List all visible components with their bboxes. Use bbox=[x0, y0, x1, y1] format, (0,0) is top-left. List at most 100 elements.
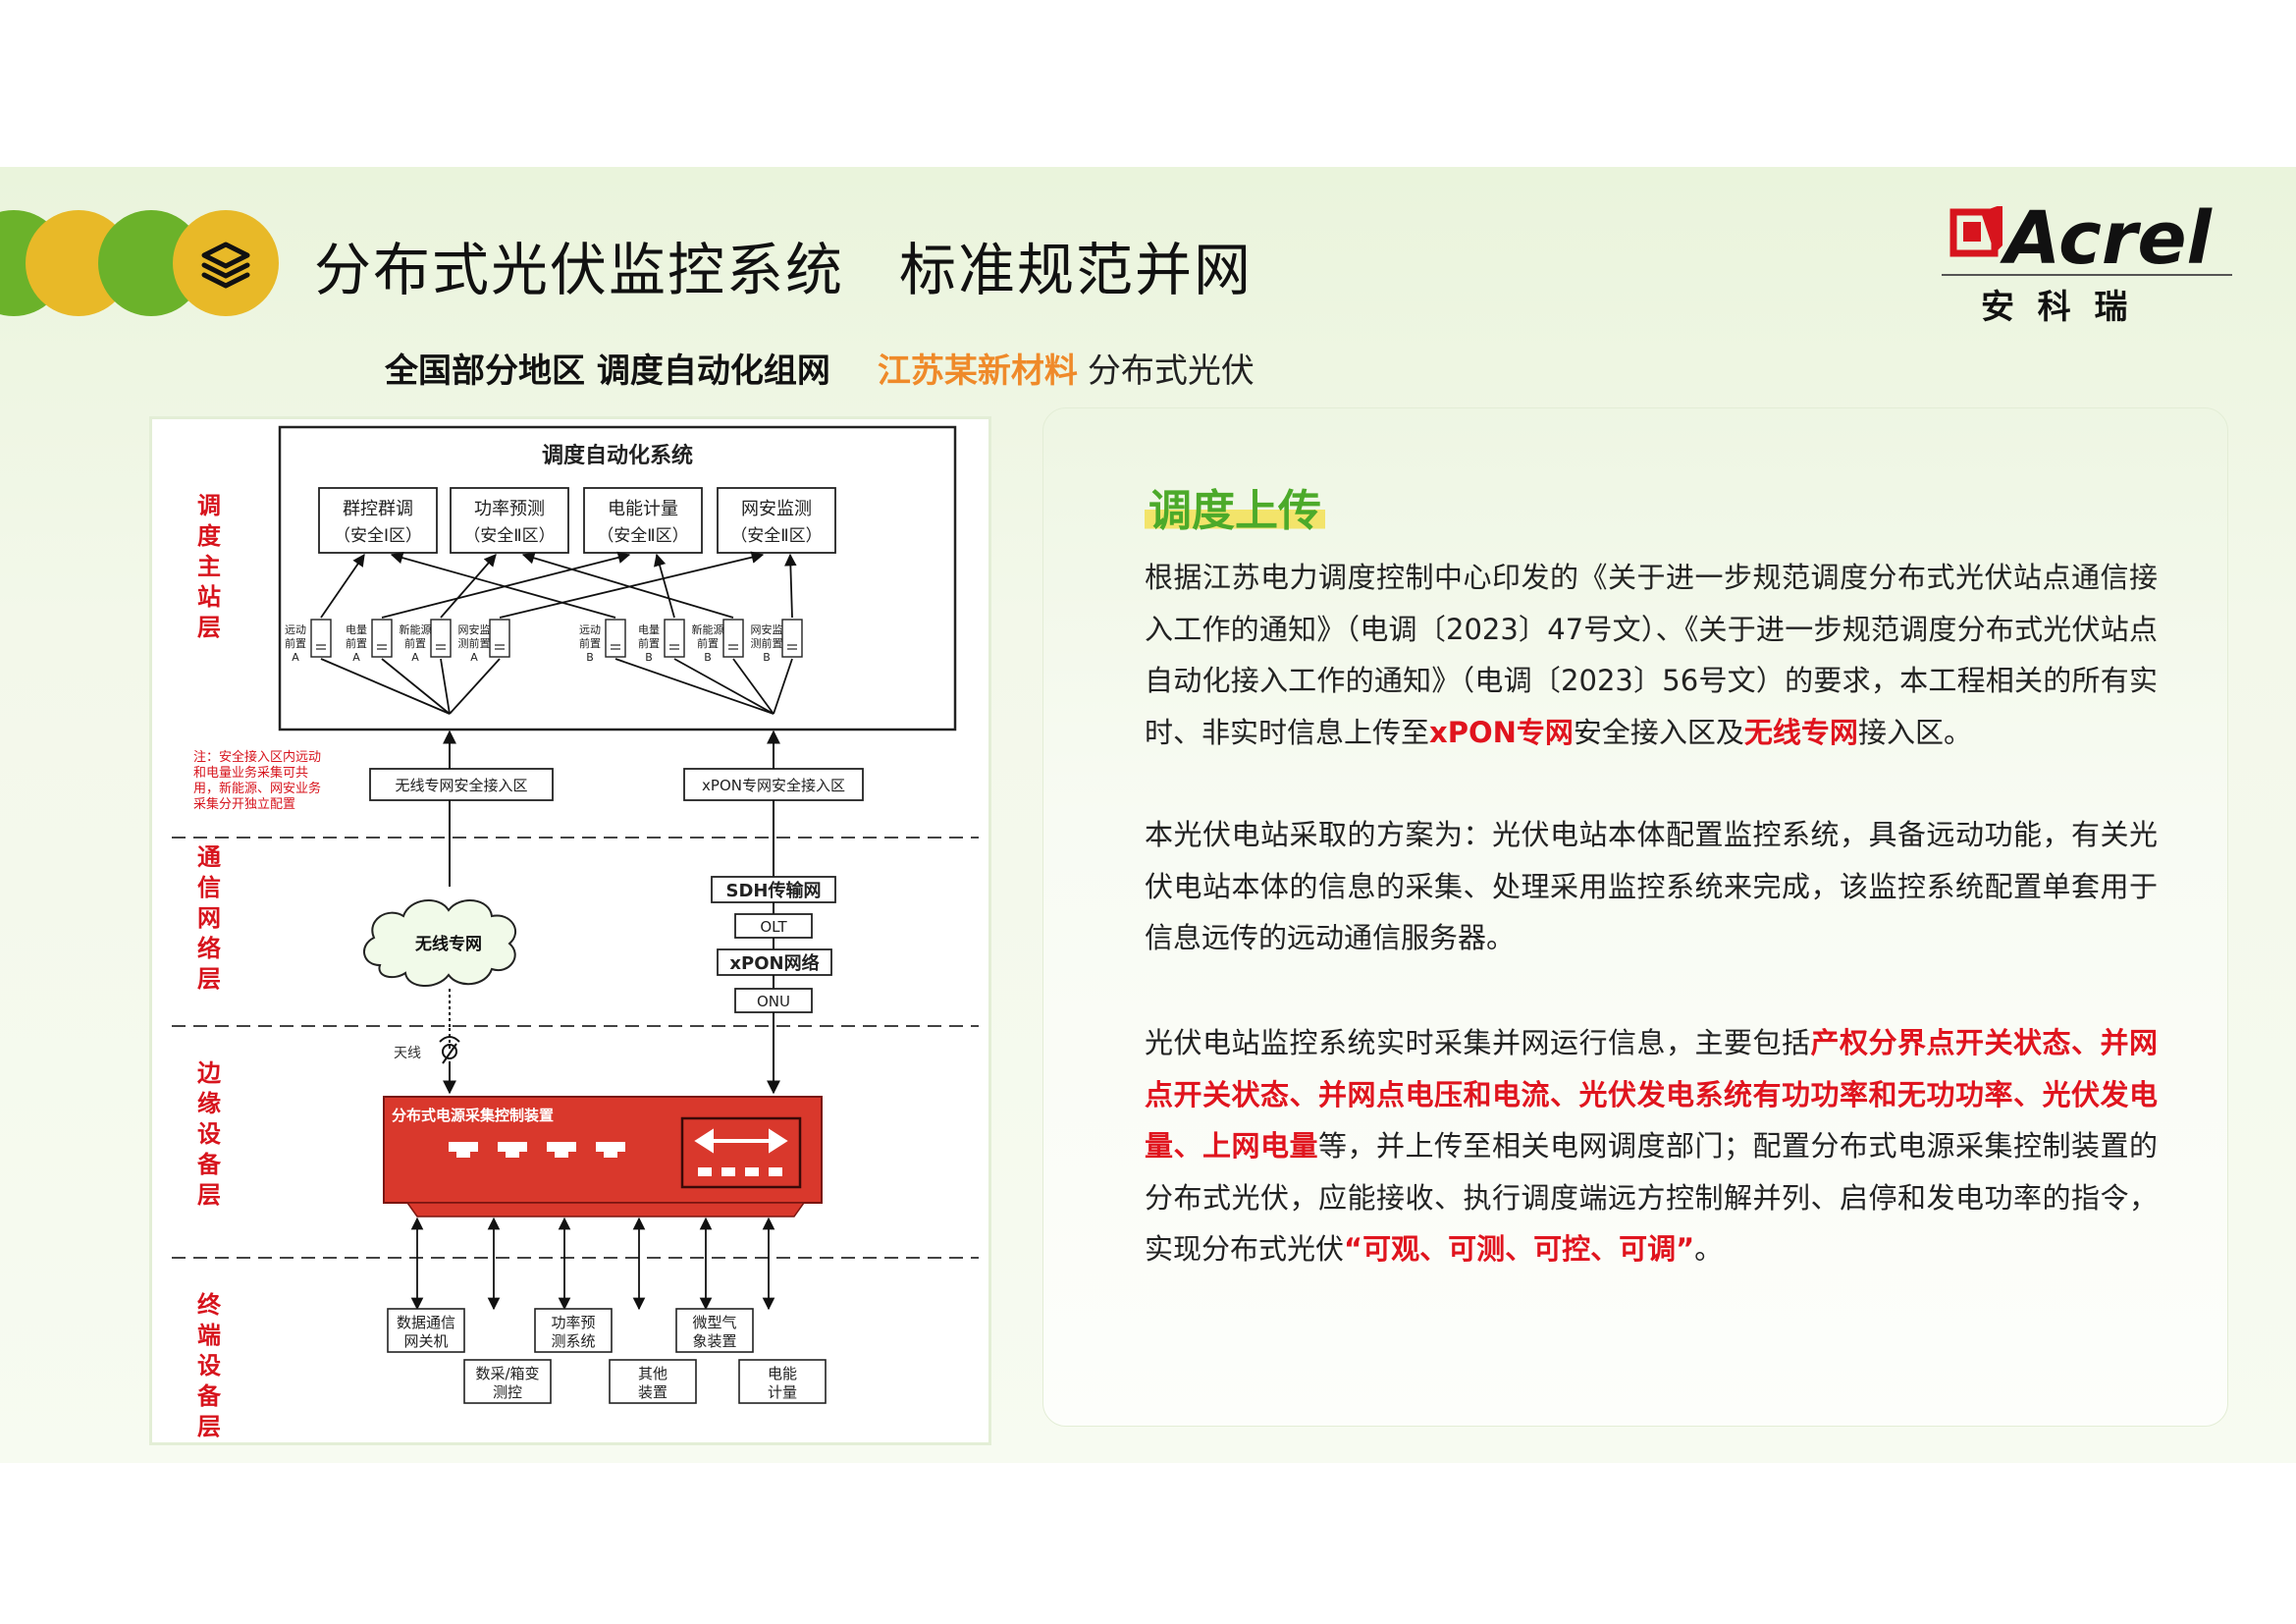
exchange-arrow-icon bbox=[694, 1128, 788, 1154]
function-box-title: 电能计量 bbox=[608, 499, 678, 519]
p3-highlight-metrics: 产权分界点开关状态、并网点开关状态、并网点电压和电流、光伏发电系统有功功率和无功… bbox=[1145, 1026, 2158, 1163]
terminal-label: 测系统 bbox=[551, 1332, 595, 1350]
paragraph-3: 光伏电站监控系统实时采集并网运行信息，主要包括产权分界点开关状态、并网点开关状态… bbox=[1145, 1017, 2158, 1275]
front-end-label: 前置 bbox=[285, 636, 306, 650]
p1-text-1: 根据江苏电力调度控制中心印发的《关于进一步规范调度分布式光伏站点通信接入工作的通… bbox=[1145, 561, 2158, 749]
acrel-logo: Acrel 安 科 瑞 bbox=[1942, 206, 2232, 327]
content-panel bbox=[1042, 407, 2228, 1427]
server-icon bbox=[371, 619, 393, 658]
terminal-label: 微型气 bbox=[692, 1314, 736, 1331]
sdh-label: SDH传输网 bbox=[726, 880, 822, 901]
terminal-label: 电能 bbox=[768, 1365, 797, 1382]
layer-label-char: 层 bbox=[197, 614, 221, 641]
layer-label-char: 备 bbox=[196, 1151, 222, 1178]
front-end-label: 前置 bbox=[404, 636, 426, 650]
title-part-1: 分布式光伏监控系统 bbox=[314, 237, 845, 303]
front-end-label: 新能源 bbox=[400, 623, 432, 636]
front-end-label: 测前置 bbox=[458, 636, 491, 650]
function-box: 功率预测（安全Ⅱ区） bbox=[450, 487, 569, 554]
note-line: 和电量业务采集可共 bbox=[193, 765, 308, 781]
section-heading: 调度上传 bbox=[1145, 475, 1325, 538]
p3-text-1: 光伏电站监控系统实时采集并网运行信息，主要包括 bbox=[1145, 1026, 1811, 1059]
p1-highlight-wireless: 无线专网 bbox=[1743, 715, 1858, 749]
function-box: 群控群调（安全Ⅰ区） bbox=[318, 487, 438, 554]
function-box-zone: （安全Ⅱ区） bbox=[730, 526, 822, 546]
page-title: 分布式光伏监控系统标准规范并网 bbox=[314, 224, 1253, 306]
terminal-label: 计量 bbox=[768, 1383, 797, 1401]
server-icon bbox=[722, 619, 744, 658]
front-end-label: 前置 bbox=[638, 636, 660, 650]
subtitle: 全国部分地区 调度自动化组网江苏某新材料分布式光伏 bbox=[385, 344, 1255, 392]
layer-label-char: 设 bbox=[197, 1352, 221, 1380]
function-box: 电能计量 （安全Ⅱ区） bbox=[583, 487, 703, 554]
front-end-label: B bbox=[704, 651, 712, 664]
function-box-zone: （安全Ⅱ区） bbox=[597, 526, 688, 546]
paragraph-1: 根据江苏电力调度控制中心印发的《关于进一步规范调度分布式光伏站点通信接入工作的通… bbox=[1145, 552, 2158, 758]
wireless-network-cloud: 无线专网 bbox=[363, 898, 516, 988]
layer-label-char: 度 bbox=[197, 522, 222, 550]
front-end-label: 网安监 bbox=[458, 623, 491, 636]
antenna-label: 天线 bbox=[394, 1046, 421, 1061]
p1-text-2: 安全接入区及 bbox=[1573, 715, 1744, 749]
note-line: 注：安全接入区内远动 bbox=[193, 749, 321, 765]
olt-label: OLT bbox=[760, 918, 787, 936]
server-icon bbox=[781, 619, 803, 658]
device-title: 分布式电源采集控制装置 bbox=[392, 1107, 554, 1124]
front-end-label: 电量 bbox=[346, 623, 367, 636]
layers-icon bbox=[201, 242, 250, 289]
front-end-label: B bbox=[763, 651, 771, 664]
front-end-label: A bbox=[352, 651, 360, 664]
xpon-access-zone-label: xPON专网安全接入区 bbox=[702, 777, 845, 794]
layer-label-char: 设 bbox=[197, 1120, 221, 1148]
layer-label-char: 主 bbox=[197, 553, 221, 580]
front-end-label: A bbox=[470, 651, 478, 664]
layer-label-char: 层 bbox=[197, 965, 221, 993]
p3-text-3: 。 bbox=[1694, 1232, 1724, 1266]
p1-text-3: 接入区。 bbox=[1857, 715, 1972, 749]
front-end-label: 测前置 bbox=[751, 636, 783, 650]
terminal-label: 数据通信 bbox=[397, 1314, 455, 1331]
server-icon bbox=[310, 619, 332, 658]
front-end-label: 新能源 bbox=[692, 623, 724, 636]
paragraph-2: 本光伏电站采取的方案为：光伏电站本体配置监控系统，具备远动功能，有关光伏电站本体… bbox=[1145, 818, 2158, 954]
front-end-label: 前置 bbox=[346, 636, 367, 650]
distributed-power-controller-device: 分布式电源采集控制装置 bbox=[383, 1096, 823, 1218]
acrel-mark-icon bbox=[1949, 206, 2002, 257]
terminal-label: 功率预 bbox=[551, 1314, 595, 1331]
front-end-label: 前置 bbox=[697, 636, 719, 650]
note-line: 采集分开独立配置 bbox=[193, 796, 295, 812]
terminal-label: 数采/箱变 bbox=[475, 1365, 539, 1382]
server-icon bbox=[430, 619, 452, 658]
front-end-label: A bbox=[411, 651, 419, 664]
wireless-access-zone-box bbox=[369, 768, 554, 801]
front-end-label: 网安监 bbox=[751, 623, 783, 636]
layer-label-char: 边 bbox=[197, 1059, 222, 1087]
terminal-label: 其他 bbox=[638, 1365, 667, 1382]
subtitle-part-2: 江苏某新材料 bbox=[877, 352, 1078, 391]
front-end-label: B bbox=[586, 651, 594, 664]
function-box-title: 功率预测 bbox=[474, 499, 545, 519]
layer-label-char: 通 bbox=[197, 843, 221, 871]
layer-label-char: 信 bbox=[197, 874, 221, 901]
dispatch-system-title: 调度自动化系统 bbox=[542, 443, 693, 468]
layer-label-char: 缘 bbox=[197, 1090, 221, 1117]
terminal-label: 网关机 bbox=[403, 1332, 448, 1350]
p3-text-2: 等，并上传至相关电网调度部门；配置分布式电源采集控制装置的分布式光伏，应能接收、… bbox=[1145, 1129, 2158, 1266]
layer-label-char: 调 bbox=[197, 492, 221, 519]
wireless-network-label: 无线专网 bbox=[414, 934, 482, 954]
architecture-diagram-panel: 调度主站层通信网络层边缘设备层终端设备层 调度自动化系统 群控群调（安全Ⅰ区）功… bbox=[149, 416, 991, 1445]
wireless-access-zone-label: 无线专网安全接入区 bbox=[395, 777, 527, 794]
